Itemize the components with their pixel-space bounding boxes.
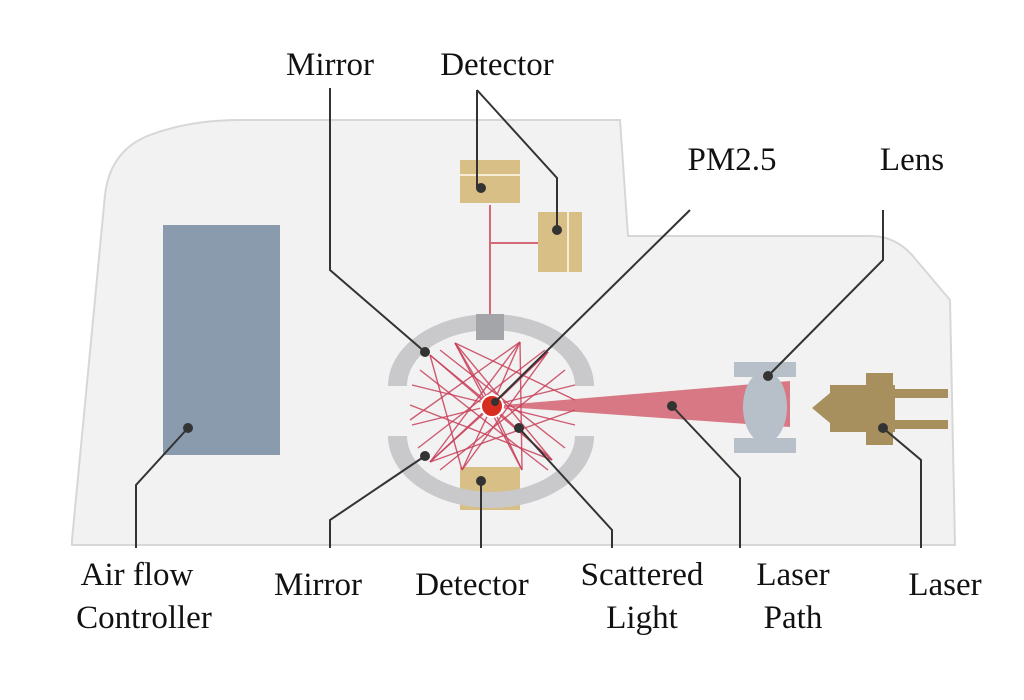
label-airflow-line2: Controller [76, 600, 212, 636]
label-lens: Lens [880, 142, 944, 178]
label-mirror-top: Mirror [286, 47, 374, 83]
scattered-light-ray [454, 342, 553, 461]
detector-side [538, 212, 582, 272]
scattered-light-ray [429, 409, 576, 463]
mirror-top [388, 314, 594, 386]
detector-wiring [489, 205, 538, 315]
label-scattered-line1: Scattered [581, 557, 704, 593]
lens [734, 362, 796, 453]
label-detector-bottom: Detector [415, 567, 529, 603]
label-airflow-line1: Air flow [81, 557, 194, 593]
scattered-light-ray [439, 349, 566, 449]
laser-beam [492, 381, 790, 427]
label-laser: Laser [908, 567, 981, 603]
label-detector-top: Detector [440, 47, 554, 83]
label-mirror-bottom: Mirror [274, 567, 362, 603]
scattered-light-ray [409, 404, 553, 461]
label-scattered-line2: Light [606, 600, 678, 636]
scattered-light-rays [409, 341, 576, 471]
laser-module [812, 373, 948, 445]
scattered-light-ray [461, 351, 549, 471]
scattered-light-ray [417, 349, 546, 449]
label-laserpath-line2: Path [764, 600, 823, 636]
mirror-bottom [388, 436, 594, 508]
leader-dots [183, 183, 888, 486]
mirror-top-aperture [476, 314, 504, 340]
label-pm25: PM2.5 [688, 142, 777, 178]
scattered-light-ray [429, 354, 463, 471]
scattered-light-ray [454, 342, 576, 401]
scattered-light-ray [409, 341, 521, 421]
label-laserpath-line1: Laser [756, 557, 829, 593]
detector-top [460, 160, 520, 203]
leader-lines [135, 88, 922, 548]
air-flow-controller-block [163, 225, 280, 455]
scattered-light-ray [439, 369, 566, 471]
scattered-light-ray [429, 341, 521, 463]
scattered-light-ray [419, 369, 549, 471]
